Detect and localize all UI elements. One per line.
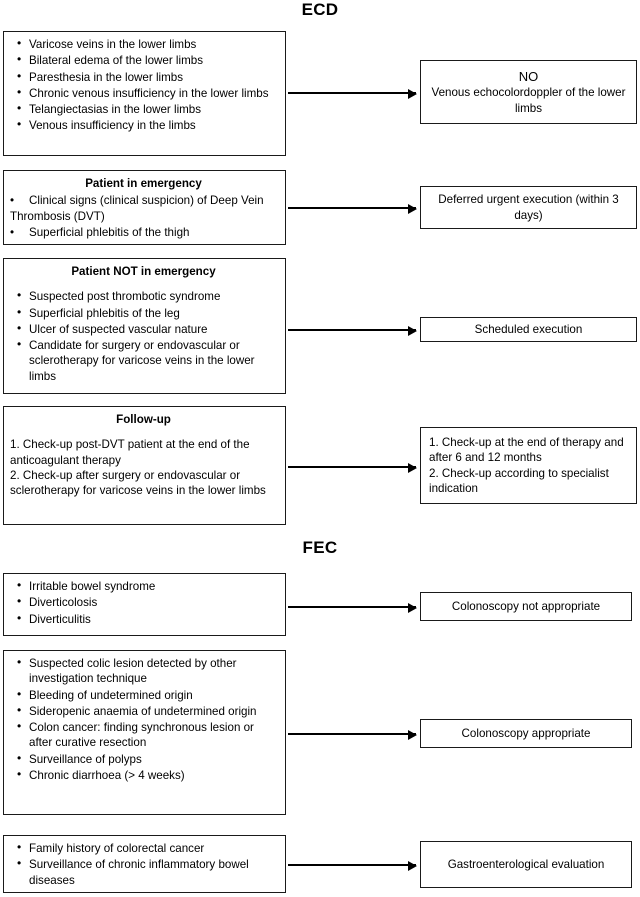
source-box-heading: Patient NOT in emergency [71, 265, 216, 278]
list-item: Telangiectasias in the lower limbs [10, 101, 277, 117]
bullet-list: Family history of colorectal cancer Surv… [10, 840, 277, 888]
bullet-list: Irritable bowel syndrome Diverticolosis … [10, 578, 277, 627]
source-box-ecd-row-3: Patient NOT in emergency Suspected post … [3, 258, 286, 394]
arrow-ecd-row-4 [288, 462, 417, 473]
list-item: Venous insufficiency in the limbs [10, 117, 277, 133]
arrow-ecd-row-2 [288, 203, 417, 214]
list-item: Candidate for surgery or endovascular or… [10, 337, 277, 384]
target-title: NO [518, 69, 539, 85]
section-title-ecd: ECD [301, 0, 339, 19]
numbered-list: 1. Check-up post-DVT patient at the end … [10, 437, 277, 498]
arrow-fec-row-1 [288, 602, 417, 613]
list-item-label: Clinical signs (clinical suspicion) of D… [10, 194, 264, 223]
bullet-list: Suspected post thrombotic syndrome Super… [10, 288, 277, 384]
section-title-fec: FEC [302, 538, 338, 557]
bullet-list: •Clinical signs (clinical suspicion) of … [10, 193, 277, 240]
source-box-ecd-row-4: Follow-up 1. Check-up post-DVT patient a… [3, 406, 286, 525]
list-item: Paresthesia in the lower limbs [10, 69, 277, 85]
target-text-line: 1. Check-up at the end of therapy and af… [429, 435, 624, 465]
source-box-content: Suspected colic lesion detected by other… [4, 651, 285, 789]
list-item-label: Superficial phlebitis of the thigh [29, 225, 190, 239]
list-item: Irritable bowel syndrome [10, 578, 277, 594]
target-box-content: Scheduled execution [421, 318, 636, 341]
list-item: Diverticolosis [10, 594, 277, 610]
list-item: Suspected post thrombotic syndrome [10, 288, 277, 304]
source-box-heading: Patient in emergency [85, 177, 202, 190]
target-box-ecd-row-4: 1. Check-up at the end of therapy and af… [420, 427, 637, 504]
list-item: Bleeding of undetermined origin [10, 687, 277, 703]
target-box-content: Colonoscopy appropriate [421, 720, 631, 747]
arrow-ecd-row-1 [288, 88, 417, 99]
arrow-fec-row-2 [288, 729, 417, 740]
arrow-fec-row-3 [288, 860, 417, 871]
bullet-list: Varicose veins in the lower limbs Bilate… [10, 36, 277, 134]
target-text: Scheduled execution [474, 322, 583, 336]
list-item: Chronic diarrhoea (> 4 weeks) [10, 767, 277, 783]
list-item: Diverticulitis [10, 611, 277, 627]
arrow-ecd-row-3 [288, 325, 417, 336]
list-item: Chronic venous insufficiency in the lowe… [10, 85, 277, 101]
bullet-glyph-icon: • [10, 225, 15, 239]
source-box-content: Patient NOT in emergency Suspected post … [4, 259, 285, 390]
list-item: Ulcer of suspected vascular nature [10, 321, 277, 337]
source-box-fec-row-1: Irritable bowel syndrome Diverticolosis … [3, 573, 286, 636]
target-box-fec-row-2: Colonoscopy appropriate [420, 719, 632, 748]
source-box-content: Follow-up 1. Check-up post-DVT patient a… [4, 407, 285, 503]
bullet-glyph-icon: • [10, 194, 15, 208]
list-item: Family history of colorectal cancer [10, 840, 277, 856]
list-item: Surveillance of polyps [10, 751, 277, 767]
source-box-content: Patient in emergency •Clinical signs (cl… [4, 171, 285, 246]
source-box-content: Irritable bowel syndrome Diverticolosis … [4, 574, 285, 633]
list-item: Superficial phlebitis of the leg [10, 305, 277, 321]
target-box-ecd-row-3: Scheduled execution [420, 317, 637, 342]
target-text-line: 2. Check-up according to specialist indi… [429, 466, 609, 495]
list-item: 2. Check-up after surgery or endovascula… [10, 468, 266, 498]
source-box-ecd-row-2: Patient in emergency •Clinical signs (cl… [3, 170, 286, 245]
list-item: Bilateral edema of the lower limbs [10, 52, 277, 68]
list-item: • Superficial phlebitis of the thigh [10, 225, 277, 240]
target-text: Colonoscopy appropriate [461, 726, 591, 740]
source-box-fec-row-3: Family history of colorectal cancer Surv… [3, 835, 286, 893]
target-text: Gastroenterological evaluation [447, 857, 605, 871]
list-item: Sideropenic anaemia of undetermined orig… [10, 703, 277, 719]
target-box-ecd-row-1: NO Venous echocolordoppler of the lower … [420, 60, 637, 124]
source-box-content: Family history of colorectal cancer Surv… [4, 836, 285, 894]
list-item: 1. Check-up post-DVT patient at the end … [10, 438, 250, 467]
list-item: •Clinical signs (clinical suspicion) of … [10, 193, 277, 224]
target-box-content: Colonoscopy not appropriate [421, 593, 631, 620]
target-text: Colonoscopy not appropriate [451, 599, 601, 613]
target-text: Deferred urgent execution (within 3 days… [438, 193, 619, 222]
target-box-content: Gastroenterological evaluation [421, 842, 631, 887]
target-box-ecd-row-2: Deferred urgent execution (within 3 days… [420, 186, 637, 229]
source-box-heading: Follow-up [116, 413, 171, 426]
list-item: Suspected colic lesion detected by other… [10, 655, 277, 687]
target-box-fec-row-1: Colonoscopy not appropriate [420, 592, 632, 621]
bullet-list: Suspected colic lesion detected by other… [10, 655, 277, 783]
target-box-fec-row-3: Gastroenterological evaluation [420, 841, 632, 888]
list-item: Varicose veins in the lower limbs [10, 36, 277, 52]
source-box-fec-row-2: Suspected colic lesion detected by other… [3, 650, 286, 815]
target-box-content: 1. Check-up at the end of therapy and af… [421, 428, 636, 503]
list-item: Colon cancer: finding synchronous lesion… [10, 719, 277, 751]
source-box-content: Varicose veins in the lower limbs Bilate… [4, 32, 285, 140]
list-item: Surveillance of chronic inflammatory bow… [10, 856, 277, 888]
target-box-content: Deferred urgent execution (within 3 days… [421, 187, 636, 228]
target-text: Venous echocolordoppler of the lower lim… [431, 86, 626, 115]
source-box-ecd-row-1: Varicose veins in the lower limbs Bilate… [3, 31, 286, 156]
target-box-content: NO Venous echocolordoppler of the lower … [421, 61, 636, 123]
